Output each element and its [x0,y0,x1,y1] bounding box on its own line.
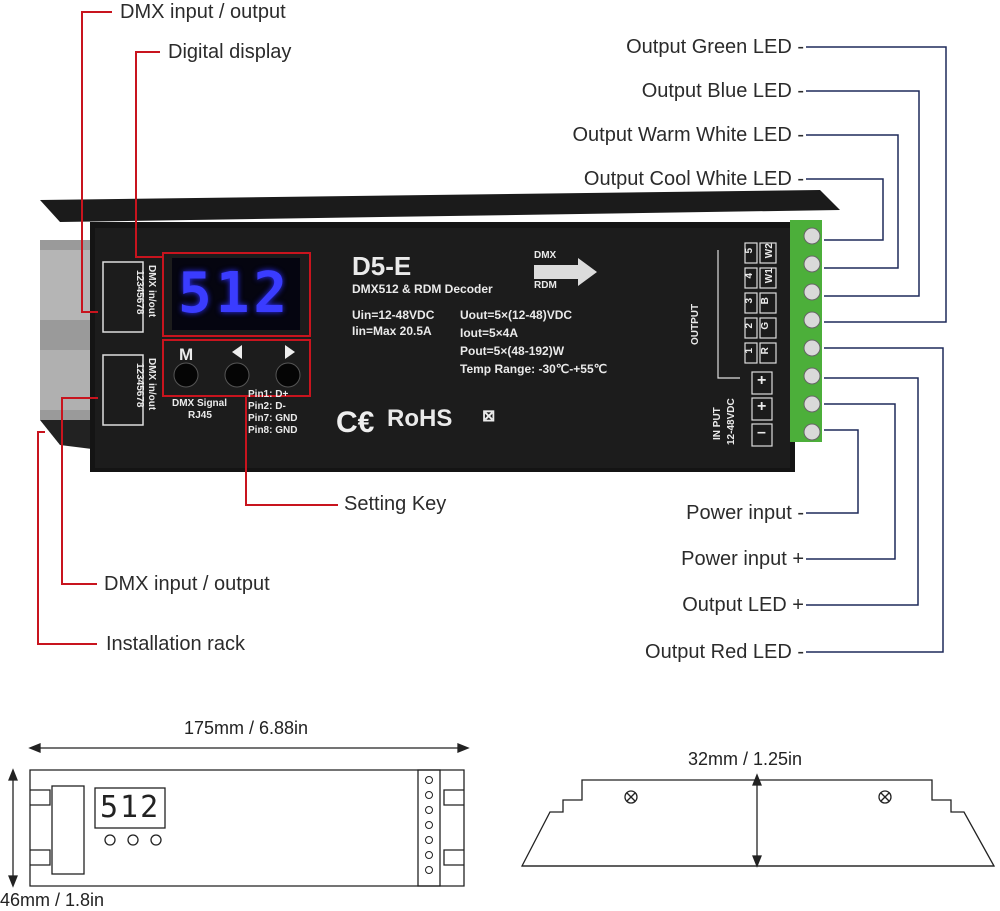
channel-label: R [759,347,771,355]
label-power-pos: Power input + [681,548,804,570]
small-display-value: 512 [100,790,161,825]
channel-number: 4 [744,272,756,279]
label-dmx-io-top: DMX input / output [120,1,286,23]
keys-callout-box [162,339,311,397]
model-name: D5-E [352,251,412,281]
channel-label: G [760,321,772,330]
model-subtitle: DMX512 & RDM Decoder [352,282,493,296]
spec-uin: Uin=12-48VDC [352,308,435,322]
port-label-bottom: DMX in/out [146,358,157,411]
terminal-minus: – [757,424,766,441]
port-pins-top: 12345678 [134,270,145,315]
svg-text:C€: C€ [336,406,375,439]
rohs-mark: RoHS [387,405,453,432]
spec-iout: Iout=5×4A [460,326,519,340]
label-output-warm: Output Warm White LED - [572,124,804,146]
pin2-label: Pin2: D- [248,401,286,412]
terminal-plus-1: + [757,372,767,389]
weee-icon: ⊠ [482,408,496,425]
spec-uout: Uout=5×(12-48)VDC [460,308,573,322]
label-output-red: Output Red LED - [645,641,804,663]
display-window [172,258,300,330]
pin1-label: Pin1: D+ [248,389,289,400]
label-power-neg: Power input - [686,502,804,524]
channel-number: 1 [744,347,756,354]
label-dmx-io-bottom: DMX input / output [104,573,270,595]
label-output-green: Output Green LED - [626,36,804,58]
label-output-blue: Output Blue LED - [641,80,804,102]
channel-number: 2 [744,322,756,329]
spec-pout: Pout=5×(48-192)W [460,344,565,358]
dmx-signal-label: DMX Signal [172,398,228,409]
input-voltage-label: 12-48VDC [726,398,737,445]
key-m-label: M [179,345,194,364]
channel-number: 5 [744,247,756,254]
spec-temp: Temp Range: -30℃-+55℃ [460,362,608,376]
pin8-label: Pin8: GND [248,425,298,436]
label-installation-rack: Installation rack [106,633,245,655]
port-label-top: DMX in/out [146,265,157,318]
spec-iin: Iin=Max 20.5A [352,324,432,338]
port-pins-bottom: 12345678 [134,363,145,408]
rdm-badge: RDM [534,280,557,291]
channel-number: 3 [744,297,756,304]
label-output-cool: Output Cool White LED - [583,168,804,190]
dmx-badge: DMX [534,250,557,261]
channel-label: W1 [763,268,775,284]
display-callout-box [162,252,311,337]
dimension-depth: 32mm / 1.25in [688,749,803,769]
terminal-plus-2: + [757,398,767,415]
dimension-length: 175mm / 6.88in [184,718,309,738]
input-label: IN PUT [712,407,723,440]
output-label: OUTPUT [690,303,701,345]
channel-label: W2 [763,243,775,259]
rj45-label: RJ45 [188,410,212,421]
label-setting-key: Setting Key [344,493,447,515]
dimension-height: 46mm / 1.8in [0,890,105,910]
channel-label: B [759,297,771,305]
label-output-led-pos: Output LED + [682,594,804,616]
label-digital-display: Digital display [168,41,292,63]
digital-display-value: 512 [178,261,292,326]
pin7-label: Pin7: GND [248,413,298,424]
top-rail [40,190,840,222]
